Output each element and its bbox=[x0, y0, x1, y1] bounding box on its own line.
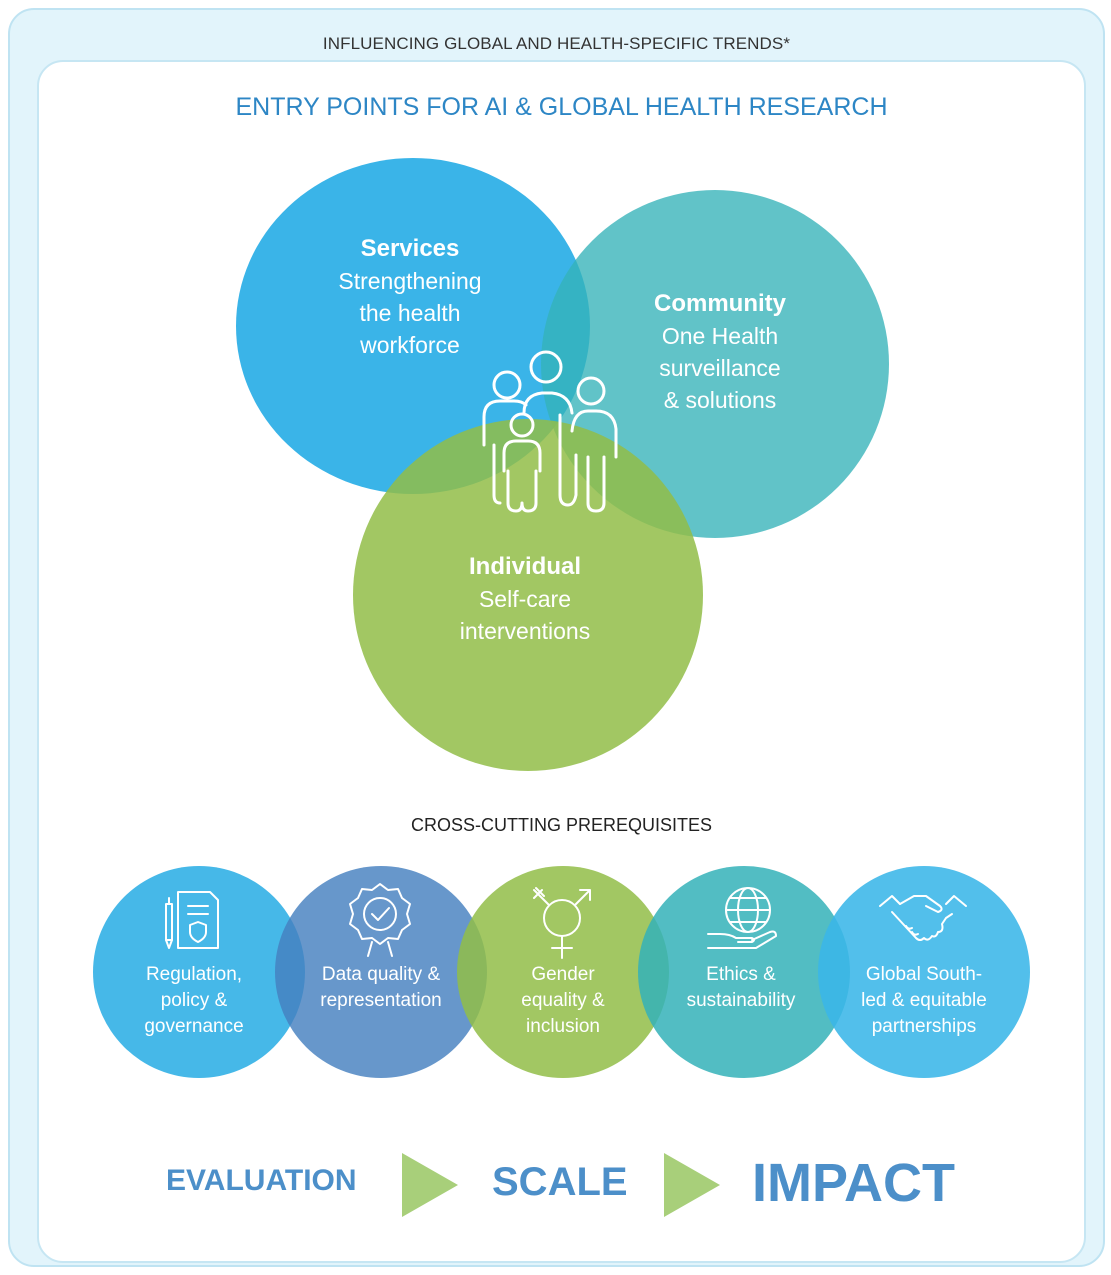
document-shield-icon bbox=[165, 891, 219, 949]
community-description: One Health surveillance & solutions bbox=[659, 323, 781, 413]
partnerships-label: Global South- led & equitable partnershi… bbox=[861, 964, 987, 1037]
arrow-right-icon bbox=[664, 1153, 720, 1217]
ethics-circle bbox=[638, 866, 850, 1078]
regulation-circle bbox=[93, 866, 305, 1078]
individual-circle bbox=[353, 419, 703, 771]
quality-badge-icon bbox=[349, 883, 411, 957]
individual-text: Individual Self-care interventions bbox=[405, 551, 645, 647]
gender-symbol-icon bbox=[533, 887, 591, 959]
partnerships-circle bbox=[818, 866, 1030, 1078]
evaluation-label: EVALUATION bbox=[166, 1164, 357, 1197]
scale-label: SCALE bbox=[492, 1160, 628, 1204]
community-heading: Community bbox=[654, 290, 786, 317]
individual-description: Self-care interventions bbox=[459, 586, 591, 644]
community-text: Community One Health surveillance & solu… bbox=[600, 288, 840, 416]
data-quality-circle bbox=[275, 866, 487, 1078]
data-quality-label: Data quality & representation bbox=[320, 964, 442, 1011]
services-heading: Services bbox=[360, 235, 460, 262]
globe-in-hand-icon bbox=[707, 887, 777, 949]
trends-title: INFLUENCING GLOBAL AND HEALTH-SPECIFIC T… bbox=[322, 34, 791, 53]
prerequisites-title: CROSS-CUTTING PREREQUISITES bbox=[410, 815, 713, 835]
services-description: Strengthening the health workforce bbox=[338, 268, 482, 358]
arrow-right-icon bbox=[402, 1153, 458, 1217]
handshake-icon bbox=[879, 895, 967, 941]
family-icon bbox=[482, 350, 618, 513]
services-text: Services Strengthening the health workfo… bbox=[290, 233, 530, 361]
entry-points-title: ENTRY POINTS FOR AI & GLOBAL HEALTH RESE… bbox=[235, 93, 888, 121]
regulation-label: Regulation, policy & governance bbox=[144, 964, 244, 1037]
impact-label: IMPACT bbox=[752, 1153, 955, 1213]
individual-heading: Individual bbox=[468, 553, 581, 580]
gender-equality-circle bbox=[457, 866, 669, 1078]
ethics-label: Ethics & sustainability bbox=[686, 964, 796, 1011]
gender-equality-label: Gender equality & inclusion bbox=[521, 964, 605, 1037]
